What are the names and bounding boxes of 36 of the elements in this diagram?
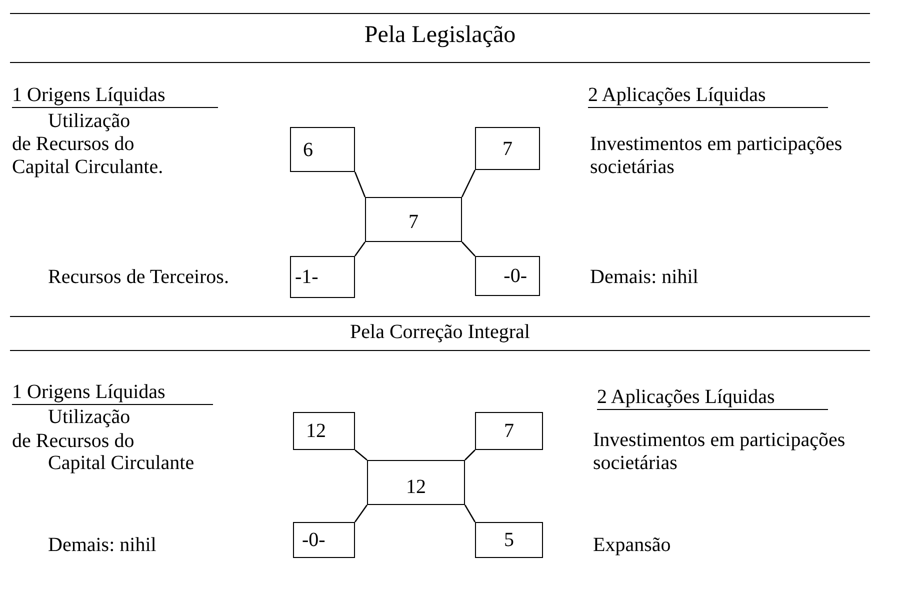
column-heading: 2 Aplicações Líquidas — [588, 83, 828, 108]
text-label: Investimentos em participações societárias — [590, 133, 844, 179]
value-box: 12 — [367, 460, 465, 505]
connector-line — [464, 504, 476, 522]
section-heading: Pela Correção Integral — [349, 320, 531, 344]
connector-line — [354, 172, 366, 198]
text-label: Investimentos em participações societárias — [593, 429, 846, 475]
value-box: -0- — [293, 522, 355, 558]
text-label: Capital Circulante. — [12, 156, 164, 179]
connector-line — [354, 504, 368, 522]
text-label: de Recursos do — [12, 430, 136, 453]
column-heading: 1 Origens Líquidas — [12, 380, 213, 405]
connector-line — [354, 242, 366, 256]
text-label: Recursos de Terceiros. — [48, 266, 230, 289]
connector-line — [462, 242, 476, 256]
text-label: Demais: nihil — [48, 534, 158, 557]
column-heading: 1 Origens Líquidas — [12, 83, 218, 108]
value-box: 12 — [293, 412, 355, 450]
column-heading: 2 Aplicações Líquidas — [597, 385, 828, 410]
section-heading: Pela Legislação — [363, 21, 517, 50]
value-box: 6 — [290, 127, 355, 172]
value-box: 7 — [365, 197, 462, 242]
value-box: -0- — [475, 256, 540, 296]
value-box: 7 — [475, 127, 540, 170]
connector-line — [461, 170, 476, 198]
value-box: 7 — [475, 412, 543, 450]
value-box: -1- — [290, 256, 355, 298]
connector-line — [354, 450, 368, 460]
text-label: Expansão — [593, 534, 672, 557]
text-label: Capital Circulante — [48, 452, 196, 475]
text-label: de Recursos do — [12, 133, 136, 156]
text-label: Demais: nihil — [590, 266, 700, 289]
value-box: 5 — [475, 522, 543, 558]
text-label: Utilização — [48, 406, 132, 429]
text-label: Utilização — [48, 110, 132, 133]
connector-line — [464, 450, 476, 460]
